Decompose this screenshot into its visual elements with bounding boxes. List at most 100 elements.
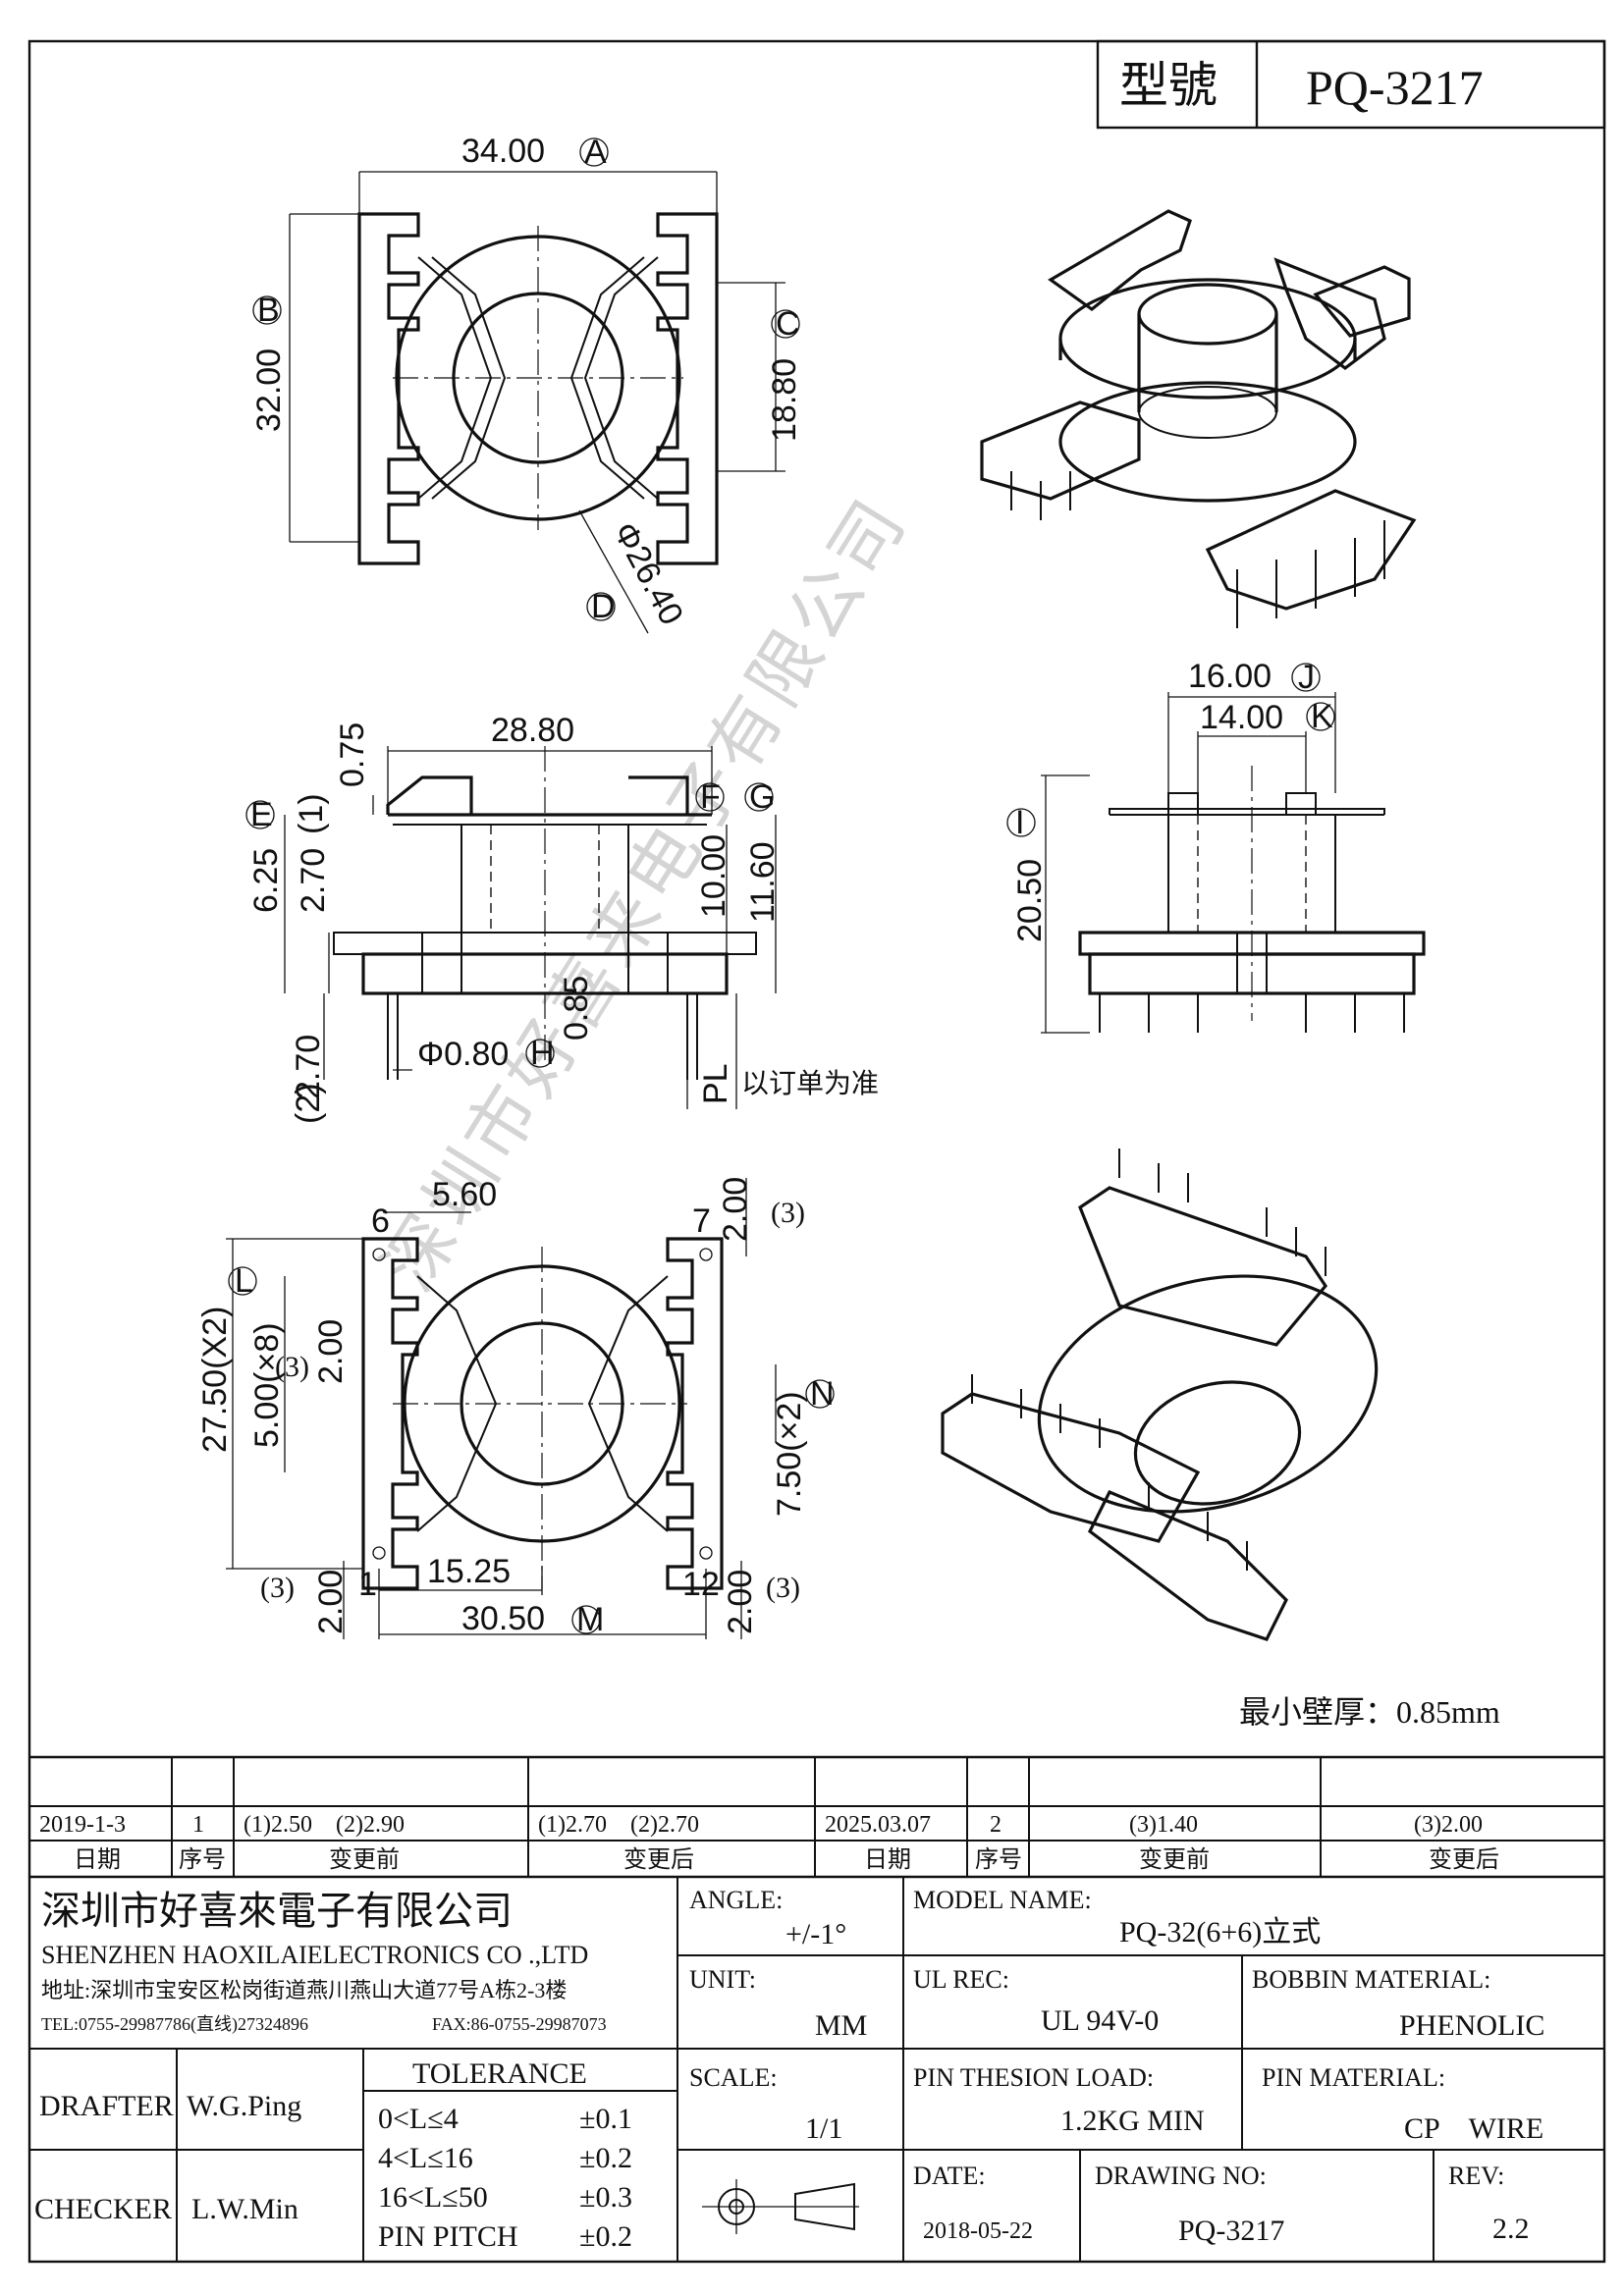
tol-range-1: 4<L≤16 <box>378 2142 473 2174</box>
tag-j: J <box>1298 659 1315 696</box>
hdr-date-2: 日期 <box>864 1847 911 1873</box>
hdr-seq-2: 序号 <box>975 1846 1022 1873</box>
sheet-border <box>27 39 1606 2264</box>
tag-e: E <box>250 796 273 833</box>
rev1-before: (1)2.50 (2)2.90 <box>244 1812 405 1838</box>
iso-view-top <box>980 209 1417 628</box>
bobbin-value: PHENOLIC <box>1399 2009 1544 2042</box>
tag-d: D <box>591 588 616 625</box>
tol-value-2: ±0.3 <box>579 2181 632 2214</box>
projection-symbol <box>702 2179 859 2234</box>
drafter-value: W.G.Ping <box>187 2090 301 2122</box>
company-name-cn: 深圳市好喜來電子有限公司 <box>41 1889 513 1933</box>
dim-1160: 11.60 <box>744 841 782 923</box>
rev-label: REV: <box>1448 2162 1504 2190</box>
pin-load-label: PIN THESION LOAD: <box>913 2063 1154 2092</box>
model-name-value: PQ-32(6+6)立式 <box>1119 1916 1321 1949</box>
min-wall-note: 最小壁厚：0.85mm <box>1239 1694 1500 1730</box>
scale-value: 1/1 <box>805 2112 842 2145</box>
iso-view-bottom <box>941 1148 1379 1641</box>
pin7-label: 7 <box>692 1202 711 1240</box>
dim-1400: 14.00 <box>1200 699 1283 736</box>
tag-h: H <box>530 1035 555 1072</box>
tol-value-1: ±0.2 <box>579 2142 632 2174</box>
unit-label: UNIT: <box>689 1965 756 1994</box>
rev-value: 2.2 <box>1492 2213 1530 2245</box>
drawing-label: DRAWING NO: <box>1095 2162 1267 2190</box>
rev2-date: 2025.03.07 <box>825 1812 931 1838</box>
tolerance-rows: 0<L≤4 ±0.1 4<L≤16 ±0.2 16<L≤50 ±0.3 PIN … <box>378 2103 632 2253</box>
dim-1525: 15.25 <box>427 1553 511 1590</box>
dim-pin-dia: Φ0.80 <box>417 1036 509 1073</box>
dim-width: 34.00 <box>461 133 545 170</box>
dim-3050: 30.50 <box>461 1600 545 1637</box>
bottom-view: 6 7 1 12 5.60 2.00 (3) 27.50(X2) L 5.00(… <box>196 1176 835 1639</box>
dim-200-bl: 2.00 <box>312 1570 350 1634</box>
front-view: 16.00 J 14.00 K 20.50 I <box>1006 658 1426 1034</box>
dim-200-l: 2.00 <box>312 1319 350 1384</box>
tag-m: M <box>576 1601 604 1638</box>
dim-500: 5.00(×8) <box>248 1322 286 1448</box>
ul-label: UL REC: <box>913 1965 1009 1994</box>
pl-label: PL <box>697 1063 734 1104</box>
hdr-before-2: 变更前 <box>1139 1846 1210 1873</box>
tag-l: L <box>235 1262 253 1300</box>
hdr-after-1: 变更后 <box>623 1846 694 1873</box>
tol-range-2: 16<L≤50 <box>378 2181 488 2214</box>
dim-2050: 20.50 <box>1011 859 1049 942</box>
dim-625: 6.25 <box>247 848 285 913</box>
tag-i: I <box>1015 804 1024 841</box>
tag-g: G <box>749 778 775 816</box>
date-label: DATE: <box>913 2162 986 2190</box>
rev2-seq: 2 <box>990 1812 1001 1838</box>
dim-270-note: (1) <box>293 793 330 834</box>
hdr-seq-1: 序号 <box>179 1846 226 1873</box>
dim-flange-width: 28.80 <box>491 712 574 749</box>
tag-f: F <box>700 778 721 816</box>
model-label: 型號 <box>1119 58 1218 113</box>
company-fax: FAX:86-0755-29987073 <box>432 2014 607 2034</box>
tag-n: N <box>810 1375 835 1413</box>
top-view: 34.00 A 32.00 B 18.80 C Φ26.40 D <box>250 133 803 634</box>
rev2-before: (3)1.40 <box>1129 1812 1198 1838</box>
ul-value: UL 94V-0 <box>1041 2004 1159 2037</box>
company-address: 地址:深圳市宝安区松岗街道燕川燕山大道77号A栋2-3楼 <box>41 1978 567 2002</box>
tol-value-0: ±0.1 <box>579 2103 632 2135</box>
rev2-after: (3)2.00 <box>1414 1812 1483 1838</box>
side-view: 28.80 0.75 F G E 6.25 2.70 (1) 10.00 11.… <box>245 712 879 1124</box>
dim-flange-thk: 0.75 <box>334 722 371 787</box>
dim-diameter: Φ26.40 <box>606 516 690 631</box>
tol-range-0: 0<L≤4 <box>378 2103 459 2135</box>
drafter-label: DRAFTER <box>39 2090 174 2122</box>
dim-1600: 16.00 <box>1188 658 1272 695</box>
note3-bl: (3) <box>260 1572 295 1604</box>
hdr-date-1: 日期 <box>74 1847 121 1873</box>
pin12-label: 12 <box>682 1566 720 1603</box>
pin1-label: 1 <box>358 1566 377 1603</box>
dim-wall-085: 0.85 <box>558 976 595 1041</box>
dim-pin-len: 2.70 <box>290 1035 327 1099</box>
dim-1000: 10.00 <box>695 834 732 918</box>
note3-br: (3) <box>766 1572 800 1604</box>
hdr-before-1: 变更前 <box>329 1846 400 1873</box>
scale-label: SCALE: <box>689 2063 778 2092</box>
dim-inner-height: 18.80 <box>766 358 803 442</box>
tag-a: A <box>584 133 607 171</box>
company-tel: TEL:0755-29987786(直线)27324896 <box>41 2014 308 2035</box>
pl-note: 以订单为准 <box>741 1068 879 1099</box>
date-value: 2018-05-22 <box>923 2218 1033 2244</box>
bobbin-label: BOBBIN MATERIAL: <box>1252 1965 1490 1994</box>
pin-mat-label: PIN MATERIAL: <box>1262 2063 1445 2092</box>
checker-label: CHECKER <box>34 2193 172 2225</box>
pin-mat-value: CP WIRE <box>1404 2112 1543 2145</box>
drawing-value: PQ-3217 <box>1178 2215 1284 2247</box>
model-name-label: MODEL NAME: <box>913 1886 1092 1914</box>
dim-200-br: 2.00 <box>722 1570 759 1634</box>
revision-table: 2019-1-3 1 (1)2.50 (2)2.90 (1)2.70 (2)2.… <box>29 1755 1604 1879</box>
dim-200-tr: 2.00 <box>717 1177 754 1242</box>
company-name-en: SHENZHEN HAOXILAIELECTRONICS CO .,LTD <box>41 1941 588 1969</box>
rev1-date: 2019-1-3 <box>39 1812 126 1838</box>
rev1-after: (1)2.70 (2)2.70 <box>538 1812 699 1838</box>
checker-value: L.W.Min <box>191 2193 298 2225</box>
